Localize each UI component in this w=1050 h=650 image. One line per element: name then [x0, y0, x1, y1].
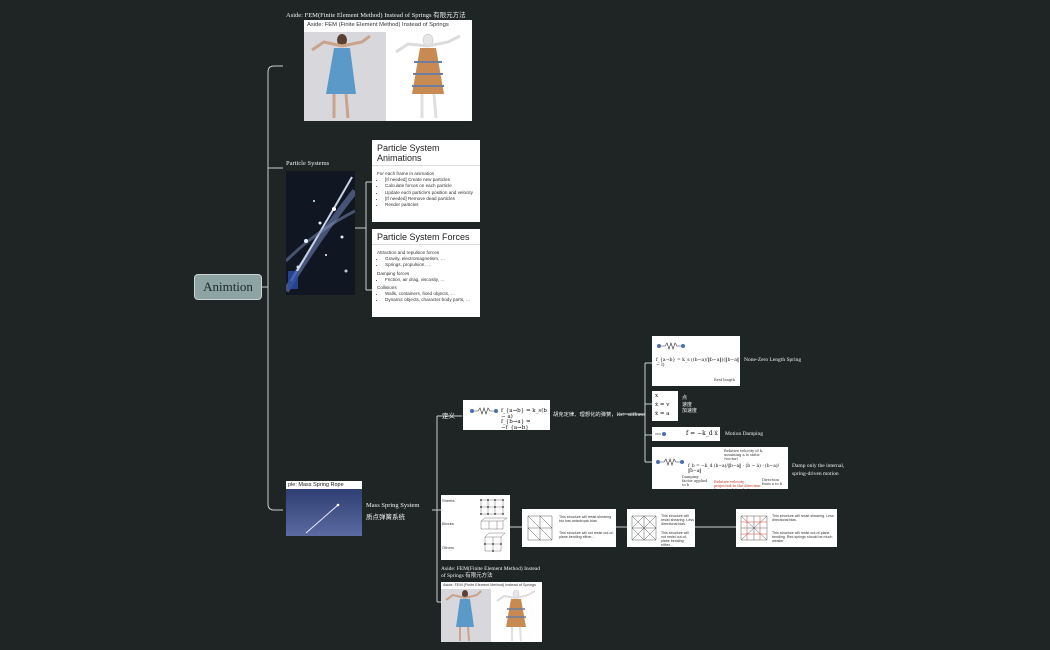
motion-damping-slide[interactable]: f = −k_d ẋ	[652, 427, 720, 441]
nonzero-label[interactable]: None-Zero Length Spring	[744, 357, 802, 363]
list-item: Render particles	[385, 202, 475, 208]
fem2-label-line-2: of Springs 有限元方法	[441, 573, 493, 579]
connector-particle-cards	[355, 181, 372, 291]
list-item: [If needed] Create new particles	[385, 177, 475, 183]
list-item: Springs, propulsion, …	[385, 262, 475, 268]
define-formula-1: f_{a→b} = k_s(b − a)	[501, 408, 547, 420]
connector-mass-spring	[267, 503, 283, 511]
spring-icon	[470, 407, 498, 415]
list-item: Friction, air drag, viscosity, …	[385, 277, 475, 283]
dot-a: ẍ = a	[655, 411, 670, 417]
forces-group-2: Damping forces	[377, 270, 410, 276]
mass-spring-label-2[interactable]: 质点弹簧系统	[366, 514, 405, 521]
fem2-slide-title: Aside: FEM (Finite Element Method) Inste…	[443, 583, 536, 587]
fem-slide-title: Aside: FEM (Finite Element Method) Inste…	[307, 22, 449, 28]
dot-v: ẋ = v	[655, 402, 670, 408]
define-formula-2: f_{b→a} = −f_{a→b}	[501, 419, 531, 430]
internal-dir-note: Direction from a to b	[762, 478, 783, 486]
define-label[interactable]: 定义	[442, 413, 455, 420]
internal-damping-label[interactable]: Damp only the internal, spring-driven mo…	[792, 462, 844, 478]
damping-icon	[655, 432, 666, 436]
list-item: Gravity, electromagnetism, …	[385, 256, 475, 262]
dot-x: x	[655, 393, 659, 399]
particle-forces-title: Particle System Forces	[372, 229, 480, 245]
internal-label-line-1: Damp only the internal,	[792, 463, 845, 469]
internal-damping-slide[interactable]: Relative velocity of b, assuming a is st…	[652, 447, 788, 489]
dot-label-velocity: 速度	[682, 402, 693, 408]
sheet-grid-illustration	[631, 515, 657, 541]
list-item: Update each particle's position and velo…	[385, 190, 475, 196]
fem2-label[interactable]: Aside: FEM(Finite Element Method) Instea…	[441, 566, 540, 580]
nonzero-formula: f_{a→b} = k_s ((b−a)/‖b−a‖)(‖b−a‖ − l)	[656, 358, 740, 368]
dot-label-point: 点	[682, 396, 688, 401]
spring-icon	[656, 458, 684, 466]
dot-notation-labels[interactable]: 点 速度 加速度	[682, 396, 697, 416]
sheet-slide-3[interactable]: This structure will resist shearing. Les…	[736, 509, 837, 547]
damping-label[interactable]: Motion Damping	[725, 431, 764, 437]
fem-label[interactable]: Aside: FEM(Finite Element Method) Instea…	[286, 12, 466, 19]
mass-spring-rope-caption: ple: Mass Spring Rope	[286, 481, 362, 489]
sheet-slide-2[interactable]: This structure will resist shearing. Les…	[627, 509, 695, 547]
particle-animations-slide[interactable]: Particle System Animations For each fram…	[372, 140, 480, 222]
nonzero-rest-length: Rest length	[714, 378, 735, 382]
connector-define	[619, 362, 652, 463]
fem2-figure-illustration	[441, 589, 542, 642]
particle-image[interactable]	[286, 171, 355, 295]
dot-label-acceleration: 加速度	[682, 409, 698, 414]
internal-coef-note: Damping factor applied to b	[682, 475, 708, 487]
structures-sheets: Sheets	[442, 498, 455, 503]
define-formula-slide[interactable]: f_{a→b} = k_s(b − a) f_{b→a} = −f_{a→b}	[463, 400, 550, 430]
sheet-2-note-2: This structure will not resist out-of-pl…	[661, 531, 689, 547]
internal-label-line-2: spring-driven motion	[792, 471, 839, 477]
sheet-1-note-2: This structure will not resist out-of-pl…	[559, 531, 614, 539]
list-item: Calculate forces on each particle	[385, 183, 475, 189]
particle-image-illustration	[286, 171, 355, 295]
sheet-grid-illustration	[527, 515, 553, 541]
fem-figure-illustration	[304, 32, 472, 121]
spring-icon	[657, 342, 685, 350]
connector-fem	[267, 65, 283, 73]
connector-mass-spring-children	[432, 415, 462, 603]
structures-others: Others	[442, 545, 455, 550]
particle-forces-slide[interactable]: Particle System Forces Attraction and re…	[372, 229, 480, 317]
damping-formula: f = −k_d ẋ	[686, 430, 718, 437]
root-label: Animtion	[203, 279, 253, 294]
list-item: Dynamic objects, character body parts, …	[385, 297, 475, 303]
structures-slide[interactable]: Sheets Blocks Others	[441, 495, 510, 560]
fem2-label-line-1: Aside: FEM(Finite Element Method) Instea…	[441, 566, 540, 572]
define-note[interactable]: 胡克定律、理想化的弹簧，Ks：stiffness	[553, 412, 646, 418]
internal-proj-note: Relative velocity projected to the direc…	[714, 480, 761, 489]
structures-illustration	[480, 499, 508, 552]
connector-root	[262, 72, 269, 504]
sheet-3-note-1: This structure will resist shearing. Les…	[772, 514, 834, 522]
nonzero-spring-slide[interactable]: f_{a→b} = k_s ((b−a)/‖b−a‖)(‖b−a‖ − l) R…	[652, 336, 740, 386]
particle-label[interactable]: Particle Systems	[286, 160, 330, 167]
forces-group-1: Attraction and repulsion forces	[377, 250, 440, 255]
internal-rel-note: Relative velocity of b, assuming a is st…	[724, 449, 764, 461]
forces-group-3: Collisions	[377, 285, 397, 291]
particle-animations-title: Particle System Animations	[372, 140, 480, 166]
sheet-slide-1[interactable]: This structure will resist shearing but …	[522, 509, 616, 547]
sheet-3-note-2: This structure will resist out-of-plane …	[772, 531, 833, 543]
internal-formula: f_b = −k_d (b−a)/‖b−a‖ · (ḃ − ȧ) · (b−a)…	[688, 464, 780, 474]
mass-spring-rope-image[interactable]: ple: Mass Spring Rope	[286, 481, 362, 536]
mass-spring-label-1[interactable]: Mass Spring System	[366, 502, 420, 509]
sheet-grid-illustration	[740, 515, 768, 541]
dot-notation-slide[interactable]: x ẋ = v ẍ = a	[652, 391, 678, 421]
list-item: Walls, containers, fixed objects, …	[385, 291, 475, 297]
rope-illustration	[286, 489, 362, 536]
structures-blocks: Blocks	[442, 521, 454, 526]
fem2-slide[interactable]: Aside: FEM (Finite Element Method) Inste…	[441, 582, 542, 642]
fem-slide[interactable]: Aside: FEM (Finite Element Method) Inste…	[304, 20, 472, 121]
list-item: [If needed] Remove dead particles	[385, 196, 475, 202]
sheet-2-note-1: This structure will resist shearing. Les…	[661, 514, 694, 526]
sheet-1-note-1: This structure will resist shearing but …	[559, 515, 612, 523]
particle-animations-intro: For each frame in animation	[377, 171, 435, 176]
root-node[interactable]: Animtion	[194, 274, 262, 300]
